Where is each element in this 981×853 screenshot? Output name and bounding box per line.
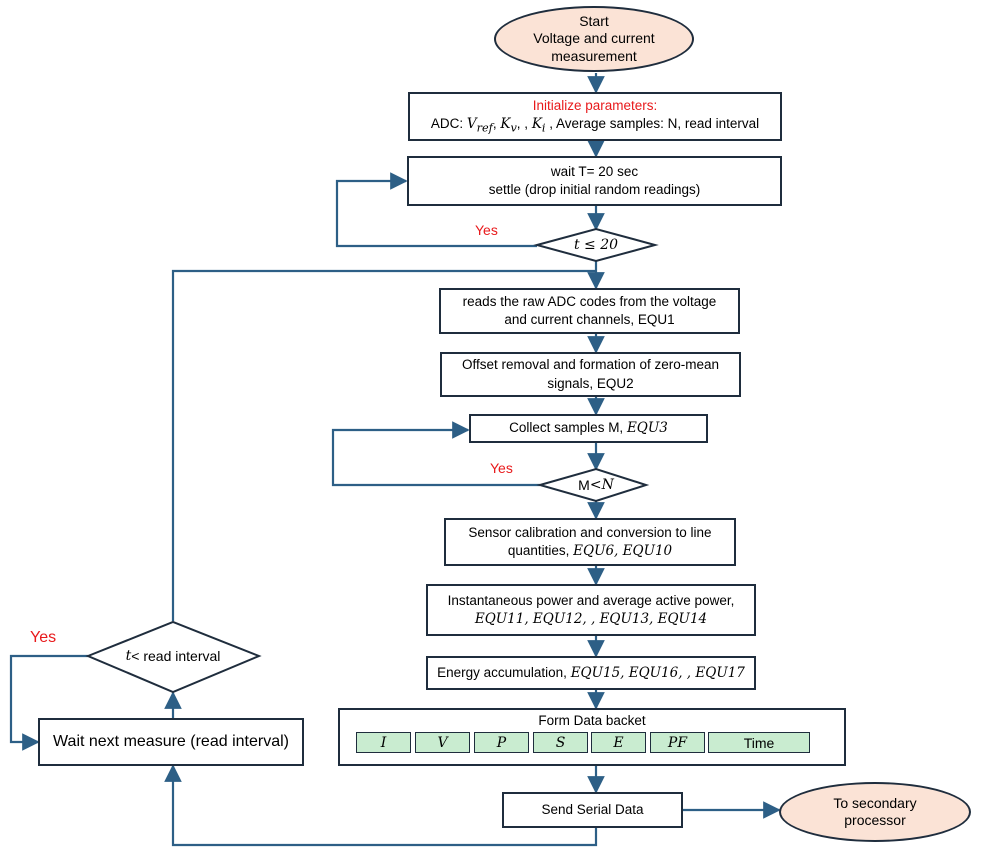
wait-next-box: Wait next measure (read interval) [38, 718, 304, 766]
packet-cell-pf: PF [650, 732, 705, 753]
packet-cell-s: S [533, 732, 588, 753]
initialize-box: Initialize parameters: ADC: Vref, Kv, , … [408, 92, 782, 141]
kv-symbol: Kv [500, 116, 517, 135]
ki-symbol: Ki [531, 116, 546, 135]
start-oval: Start Voltage and current measurement [494, 6, 694, 72]
calibration-label-1: Sensor calibration and conversion to lin… [468, 524, 712, 540]
collect-samples-box: Collect samples M, EQU3 [469, 414, 708, 443]
packet-cell-v: V [415, 732, 470, 753]
loop-read-interval [171, 269, 596, 621]
decision-read-shape [85, 620, 262, 694]
energy-box: Energy accumulation, EQU15, EQU16, , EQU… [426, 656, 756, 690]
send-serial-box: Send Serial Data [502, 792, 683, 828]
collect-equ: EQU3 [626, 420, 668, 437]
calibration-label-2: quantities, EQU6, EQU10 [507, 543, 673, 559]
secondary-label-2: processor [844, 812, 906, 828]
offset-label-1: Offset removal and formation of zero-mea… [461, 357, 720, 373]
data-packet-title: Form Data backet [538, 713, 646, 728]
send-label: Send Serial Data [541, 801, 644, 817]
calibration-box: Sensor calibration and conversion to lin… [444, 518, 736, 566]
secondary-processor-oval: To secondary processor [779, 782, 971, 842]
loop-read-yes [9, 654, 88, 751]
offset-removal-box: Offset removal and formation of zero-mea… [440, 352, 741, 397]
collect-label: Collect samples M, EQU3 [509, 420, 668, 437]
start-label-1: Start [579, 12, 609, 29]
yes-label-mn: Yes [490, 460, 513, 476]
loop-t20-yes [335, 172, 537, 248]
decision-mn-shape [536, 467, 650, 503]
packet-cell-i: I [356, 732, 411, 753]
loop-mn-yes [331, 421, 540, 487]
decision-t20-label: t ≤ 20 [573, 237, 619, 253]
start-label-3: measurement [551, 47, 637, 64]
start-label-2: Voltage and current [533, 30, 655, 47]
init-rest: , Average samples: N, read interval [545, 116, 760, 132]
adc-prefix: ADC: [430, 116, 467, 132]
yes-label-t20: Yes [475, 222, 498, 238]
read-adc-label-2: and current channels, EQU1 [504, 312, 675, 327]
packet-cell-p: P [474, 732, 529, 753]
wait-label-2: settle (drop initial random readings) [488, 182, 701, 197]
power-label-2: EQU11, EQU12, , EQU13, EQU14 [474, 611, 708, 627]
packet-cell-time: Time [708, 732, 810, 753]
wait-label-1: wait T= 20 sec [550, 163, 639, 179]
initialize-title: Initialize parameters: [532, 97, 658, 113]
yes-label-read: Yes [30, 629, 57, 646]
wait-next-label: Wait next measure (read interval) [53, 733, 289, 751]
decision-mn-label: M < N [578, 477, 614, 493]
read-adc-label-1: reads the raw ADC codes from the voltage [462, 293, 717, 309]
decision-t20-shape [533, 227, 659, 263]
wait-settle-box: wait T= 20 sec settle (drop initial rand… [407, 156, 782, 206]
decision-read-label: t < read interval [125, 648, 221, 664]
secondary-label-1: To secondary [833, 794, 917, 811]
read-adc-box: reads the raw ADC codes from the voltage… [439, 288, 740, 334]
power-box: Instantaneous power and average active p… [426, 584, 756, 636]
energy-label: Energy accumulation, EQU15, EQU16, , EQU… [437, 664, 745, 681]
loop-send-waitnext [164, 764, 598, 847]
vref-symbol: Vref [466, 116, 493, 135]
packet-cell-e: E [591, 732, 646, 753]
initialize-params: ADC: Vref, Kv, , Ki , Average samples: N… [430, 116, 760, 135]
power-label-1: Instantaneous power and average active p… [447, 592, 735, 608]
offset-label-2: signals, EQU2 [547, 375, 634, 391]
